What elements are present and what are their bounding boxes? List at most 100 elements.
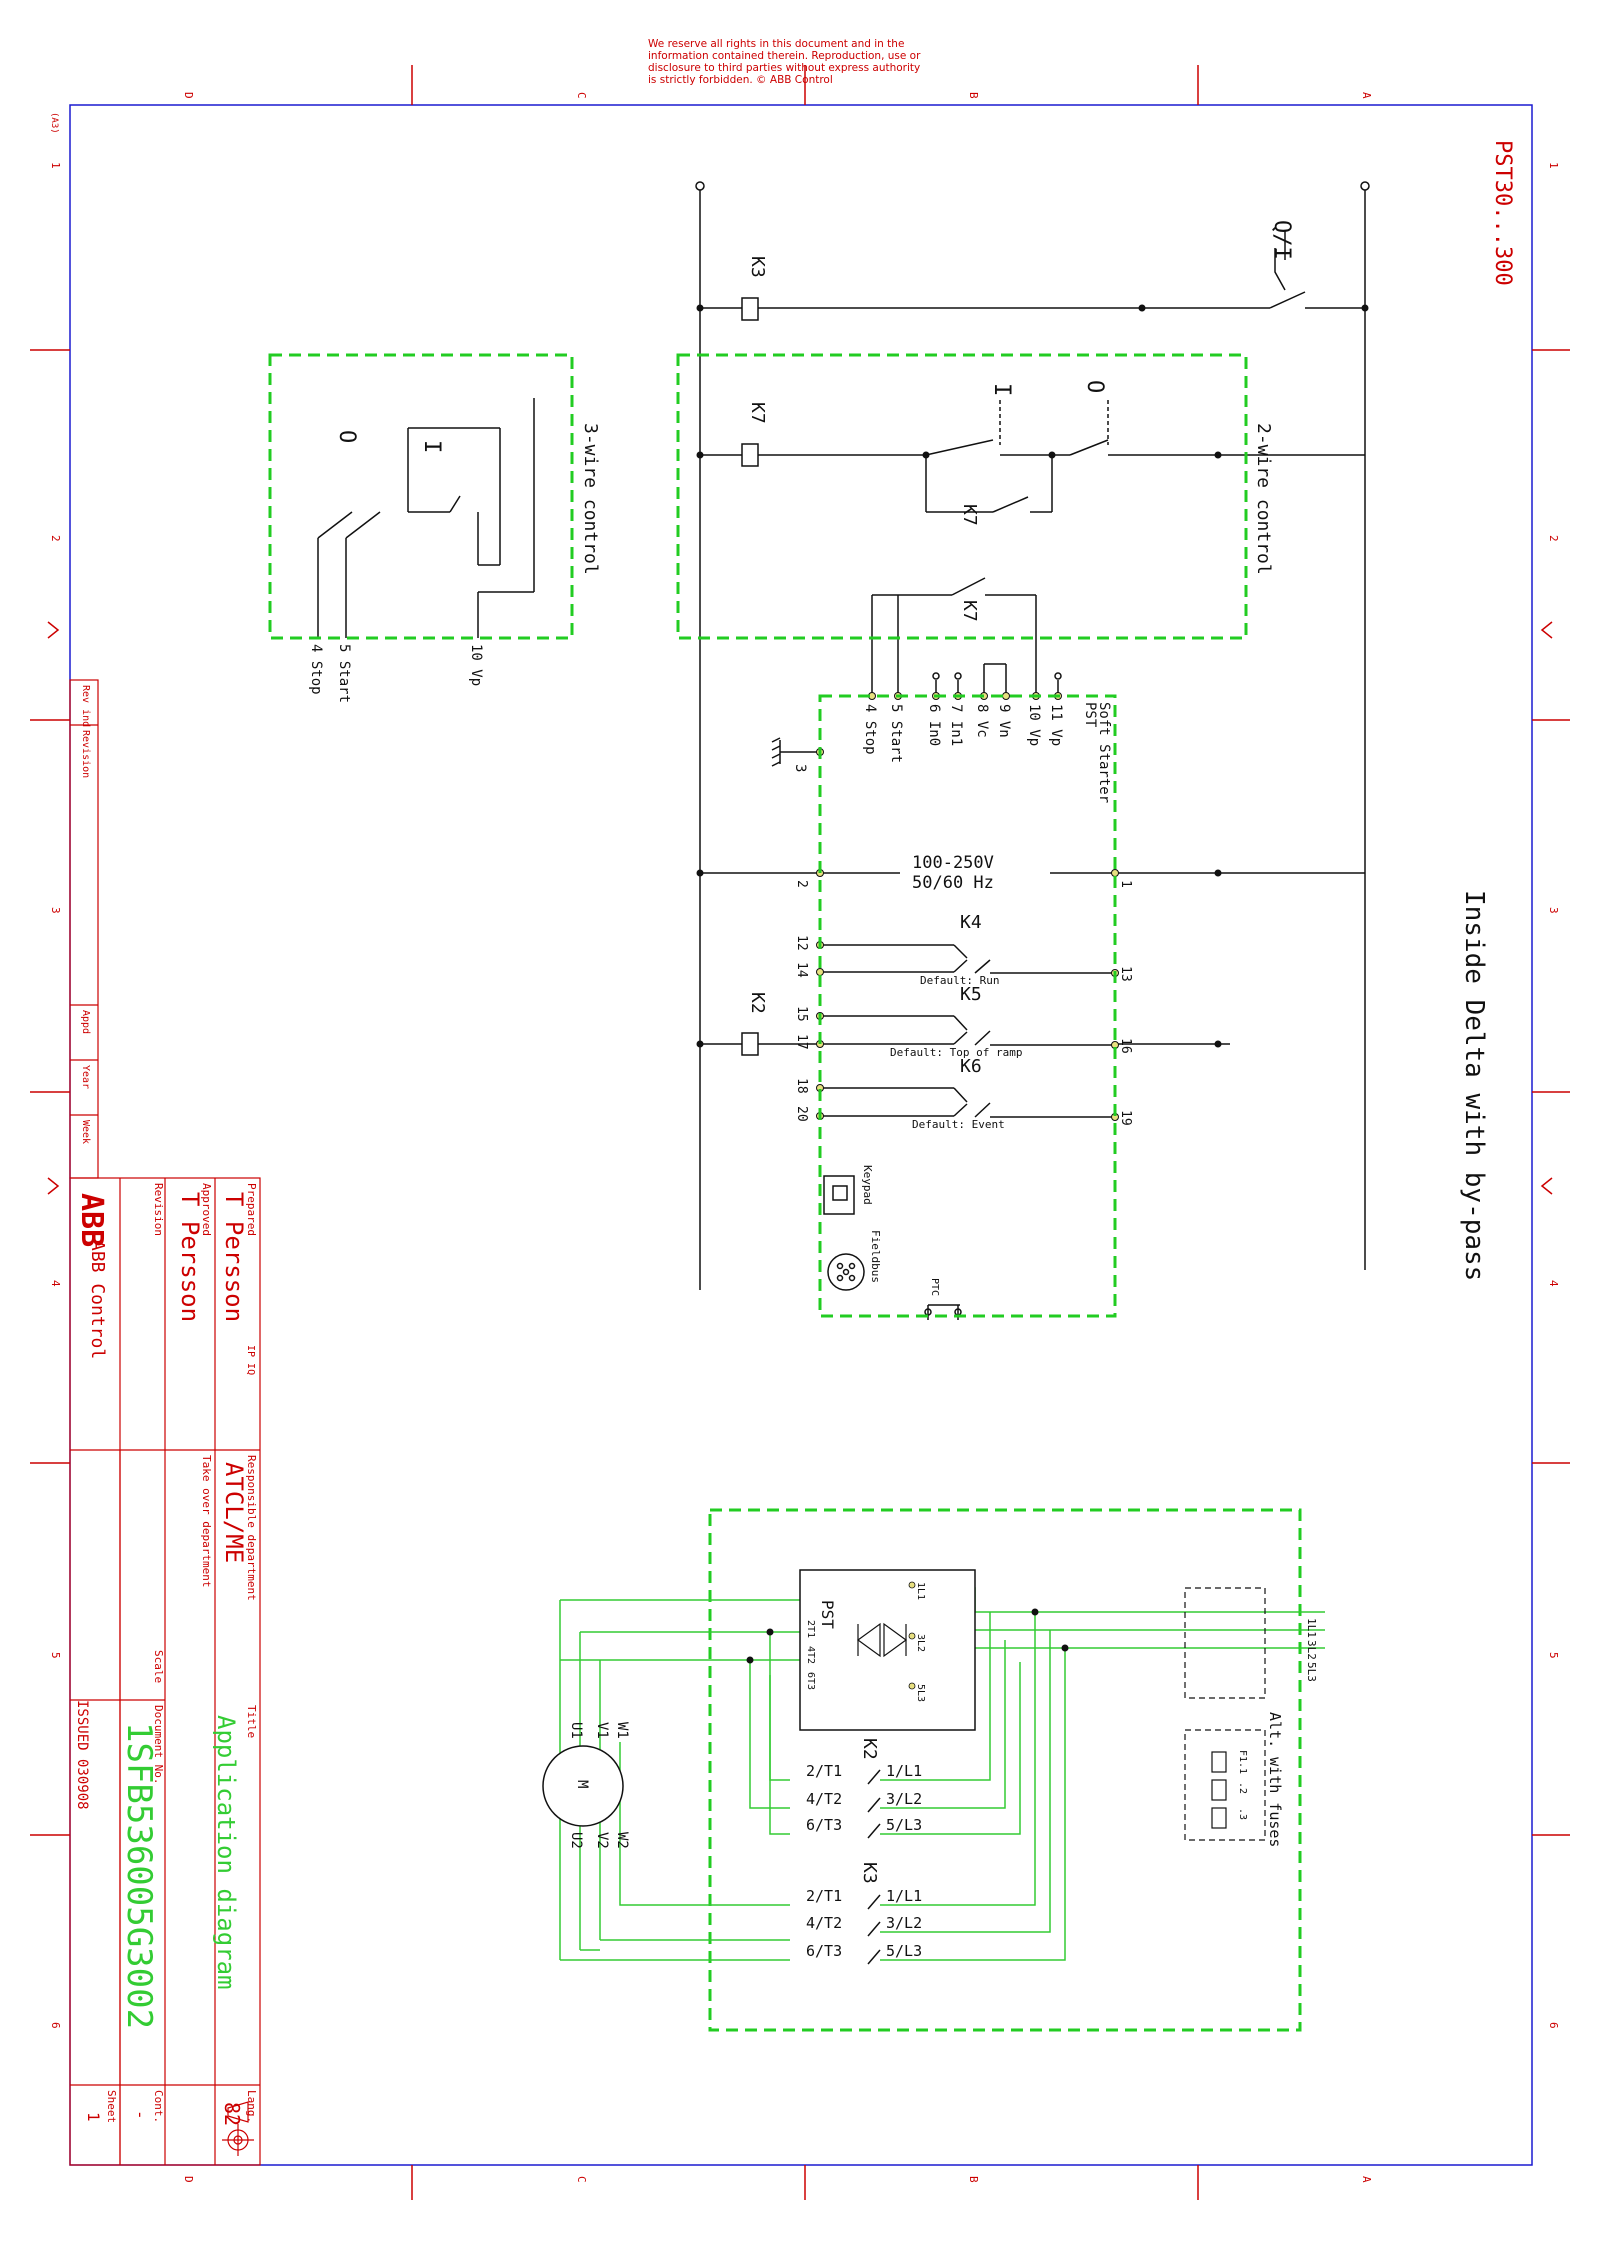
fuse-labels: F1.1 .2 .3	[1237, 1750, 1248, 1820]
main-junctions	[746, 1608, 1069, 1664]
row-number: 1	[1547, 162, 1560, 169]
pst-block	[799, 1569, 976, 1731]
projection-symbol-icon	[222, 2101, 254, 2156]
diagram-subtitle: Inside Delta with by-pass	[1459, 890, 1489, 1281]
contact-terminal: 2/T1	[806, 1887, 842, 1905]
k3-coil-label: K3	[747, 256, 768, 278]
responsible-department: ATCL/ME	[220, 1462, 248, 1563]
contact-terminal: 3/L2	[886, 1790, 922, 1808]
motor-symbol	[542, 1745, 624, 1827]
fuse-label: .3	[1237, 1808, 1248, 1820]
col-letter: A	[1360, 2176, 1373, 2183]
switch-symbols: Q/I O I O I	[334, 220, 1294, 453]
main-switch-label: Q/I	[1269, 220, 1294, 260]
motor-terminal-labels: W1 V1 U1 W2 V2 U2	[568, 1722, 630, 1849]
k3-contactor-label: K3	[859, 1862, 880, 1884]
rev-table-header: Revision	[80, 730, 91, 778]
k5-relay-label: K5	[960, 984, 982, 1005]
sheet-number: 1	[84, 2112, 103, 2122]
contact-terminal: 1/L1	[886, 1887, 922, 1905]
title-block-lines	[69, 679, 261, 2166]
copyright-line: is strictly forbidden. © ABB Control	[648, 74, 833, 86]
col-letter: C	[575, 92, 588, 99]
row-number: 2	[1547, 535, 1560, 542]
terminal-label: 2	[794, 880, 809, 888]
soft-starter-title: Soft Starter	[1096, 702, 1112, 803]
rev-table-header: Appd	[80, 1010, 91, 1034]
stop-button-symbol: O	[1082, 380, 1107, 393]
k2-coil-label: K2	[747, 992, 768, 1014]
terminal-label: 5 Start	[888, 704, 904, 763]
three-wire-box	[268, 353, 574, 640]
pin-label: 5L3	[915, 1684, 926, 1702]
title-block-values: T Persson T Persson ATCL/ME ABB Control …	[74, 1192, 248, 2126]
alt-boxes	[1184, 1587, 1266, 1841]
model-title: PST30...300	[1490, 140, 1515, 286]
three-wire-terminals: 10 Vp 5 Start 4 Stop	[308, 644, 484, 703]
contact-terminal: 5/L3	[886, 1816, 922, 1834]
contact-terminal: 4/T2	[806, 1790, 842, 1808]
supply-voltage: 100-250V	[912, 853, 994, 873]
motor-terminal: U1	[568, 1722, 584, 1739]
copyright-line: disclosure to third parties without expr…	[648, 62, 921, 74]
line-label: 3L2	[1305, 1640, 1318, 1660]
row-number: 1	[49, 162, 62, 169]
rev-table-header: Rev ind	[80, 685, 91, 727]
docno-label: Document No.	[152, 1705, 165, 1784]
contact-terminal-labels: 2/T1 1/L1 4/T2 3/L2 6/T3 5/L3 2/T1 1/L1 …	[806, 1762, 922, 1960]
row-number: 4	[1547, 1280, 1560, 1287]
relay-defaults: Default: Run Default: Top of ramp Defaul…	[890, 974, 1022, 1131]
col-letter: C	[575, 2176, 588, 2183]
contact-terminal: 3/L2	[886, 1914, 922, 1932]
thyristor-symbol	[856, 1622, 908, 1658]
title-block-labels: Prepared Approved Revision Responsible d…	[80, 685, 258, 2123]
relay-default-function: Default: Top of ramp	[890, 1046, 1022, 1059]
soft-starter-terminals: Soft Starter PST 11 Vp 10 Vp 9 Vn 8 Vc 7…	[792, 702, 1112, 803]
pst-pin-labels: 1L1 3L2 5L3 2T1 4T2 6T3	[805, 1582, 926, 1702]
fuses	[1211, 1751, 1227, 1829]
three-wire-title: 3-wire control	[580, 423, 601, 575]
pin-label: 18	[794, 1078, 809, 1094]
motor-terminal: W2	[614, 1832, 630, 1849]
bypass-contacts	[867, 1769, 881, 1965]
pin-label: 12	[794, 935, 809, 951]
dashed-boxes	[268, 353, 1302, 2032]
pin-label: 1L1	[915, 1582, 926, 1600]
terminal-label: 3	[792, 764, 808, 772]
border-labels: D C B A D C B A 1 2 3 4 5 6 1 2 3 4 5 6 …	[49, 92, 1560, 2183]
contact-terminal: 1/L1	[886, 1762, 922, 1780]
language-code: 82	[220, 2102, 244, 2126]
pin-label: 19	[1118, 1110, 1133, 1126]
pin-label: 13	[1118, 966, 1133, 982]
contact-terminal: 6/T3	[806, 1942, 842, 1960]
row-number: 2	[49, 535, 62, 542]
start-button-symbol: I	[989, 383, 1014, 396]
contact-terminal: 6/T3	[806, 1816, 842, 1834]
col-letter: B	[967, 2176, 980, 2183]
pin-label: 17	[794, 1034, 809, 1050]
terminal-label: 5 Start	[336, 644, 352, 703]
pin-label: 20	[794, 1106, 809, 1122]
terminal-label: 10 Vp	[468, 644, 484, 686]
motor-terminal: U2	[568, 1832, 584, 1849]
terminal-label: 9 Vn	[996, 704, 1012, 738]
main-circuit-wiring	[559, 1587, 1325, 1961]
supply-frequency: 50/60 Hz	[912, 873, 994, 893]
motor-terminal: V1	[594, 1722, 610, 1739]
k7-contact-label: K7	[959, 600, 980, 622]
fieldbus-label: Fieldbus	[869, 1230, 882, 1283]
border-ticks	[30, 65, 1570, 2200]
pst-label: PST	[818, 1600, 837, 1629]
line-label: 5L3	[1305, 1662, 1318, 1682]
scale-label: Scale	[152, 1650, 165, 1683]
motor-terminal: V2	[594, 1832, 610, 1849]
main-circuit-box	[708, 1508, 1302, 2032]
col-letter: D	[182, 92, 195, 99]
k6-relay-label: K6	[960, 1056, 982, 1077]
resp-dept-label: Responsible department	[245, 1455, 258, 1601]
control-wiring	[317, 181, 1370, 1320]
pin-label: 16	[1118, 1038, 1133, 1054]
line-label: 1L1	[1305, 1618, 1318, 1638]
terminal-label: 8 Vc	[974, 704, 990, 738]
